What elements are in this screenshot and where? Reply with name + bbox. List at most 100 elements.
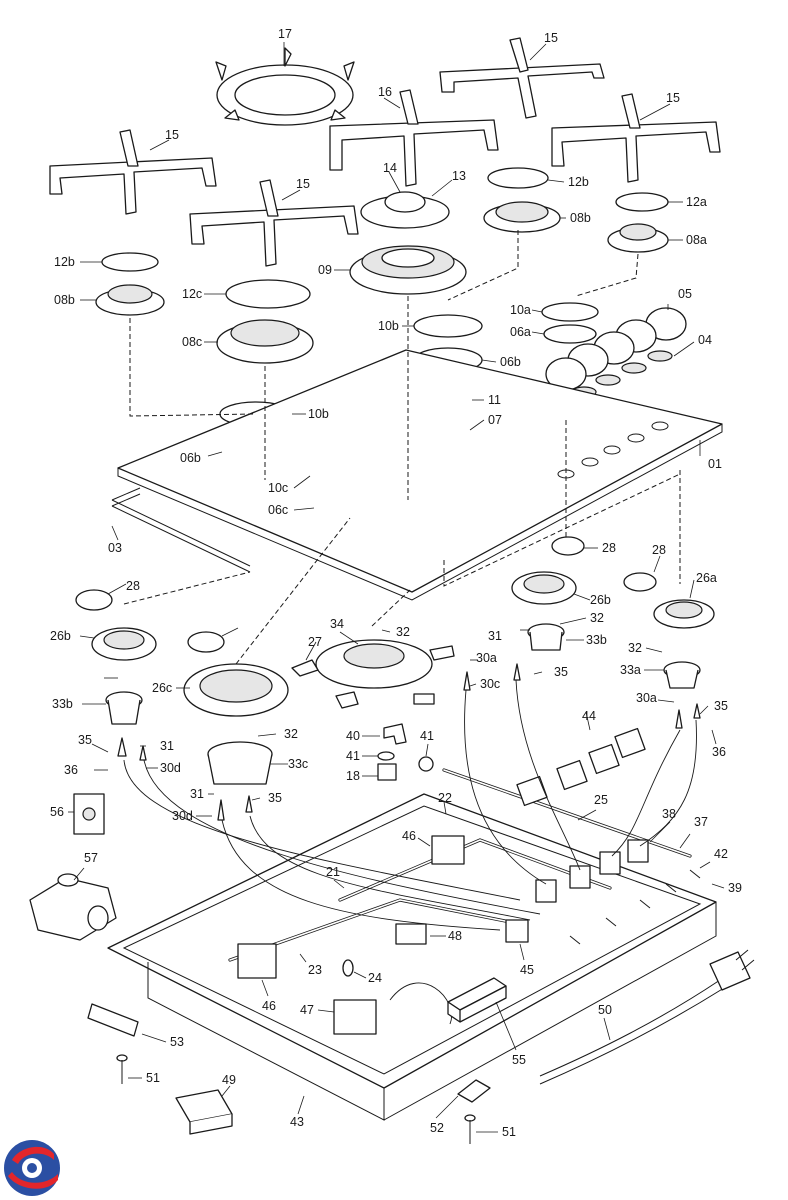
label-08b-top: 08b xyxy=(570,211,591,225)
label-05: 05 xyxy=(678,287,692,301)
label-06b-center: 06b xyxy=(500,355,521,369)
label-53: 53 xyxy=(170,1035,184,1049)
label-07: 07 xyxy=(488,413,502,427)
label-51-b: 51 xyxy=(502,1125,516,1139)
label-33c: 33c xyxy=(288,757,308,771)
label-04: 04 xyxy=(698,333,712,347)
label-52: 52 xyxy=(430,1121,444,1135)
label-35-c: 35 xyxy=(78,733,92,747)
label-27: 27 xyxy=(308,635,322,649)
label-49: 49 xyxy=(222,1073,236,1087)
label-01: 01 xyxy=(708,457,722,471)
fittings-40-41-18 xyxy=(377,723,434,781)
gas-inlet-56 xyxy=(73,793,105,835)
label-44: 44 xyxy=(582,709,596,723)
burner-support-26 xyxy=(91,571,715,717)
pan-support-center xyxy=(329,89,499,187)
label-10c: 10c xyxy=(268,481,288,495)
label-10b-left: 10b xyxy=(308,407,329,421)
label-30d-a: 30d xyxy=(160,761,181,775)
pan-support-round xyxy=(215,47,355,126)
label-14: 14 xyxy=(383,161,397,175)
gas-manifold-22 xyxy=(228,768,692,962)
thermocouple-wires xyxy=(123,679,697,1025)
label-45: 45 xyxy=(520,963,534,977)
label-09: 09 xyxy=(318,263,332,277)
part-number-labels: 17 15 16 15 15 15 15 14 13 12b 12a 08b 0… xyxy=(50,27,742,1139)
label-18: 18 xyxy=(346,769,360,783)
label-12b-top: 12b xyxy=(568,175,589,189)
label-15-c: 15 xyxy=(165,128,179,142)
label-11: 11 xyxy=(488,393,501,407)
burner-08b-top xyxy=(483,201,561,233)
burner-cap-12b-top xyxy=(487,167,549,189)
label-08c: 08c xyxy=(182,335,202,349)
label-28-b: 28 xyxy=(602,541,616,555)
label-22: 22 xyxy=(438,791,452,805)
label-36-b: 36 xyxy=(64,763,78,777)
label-33b-right: 33b xyxy=(586,633,607,647)
label-15-b: 15 xyxy=(666,91,680,105)
pan-support-far-right xyxy=(551,93,721,183)
burner-09-triple-ring xyxy=(349,245,467,295)
label-30c: 30c xyxy=(480,677,500,691)
label-08b-left: 08b xyxy=(54,293,75,307)
label-35-b: 35 xyxy=(714,699,728,713)
label-31-b: 31 xyxy=(160,739,174,753)
label-32-b: 32 xyxy=(396,625,410,639)
label-46-a: 46 xyxy=(402,829,416,843)
connector-49 xyxy=(175,1089,233,1135)
label-46-b: 46 xyxy=(262,999,276,1013)
label-10a: 10a xyxy=(510,303,531,317)
label-08a: 08a xyxy=(686,233,707,247)
label-35-a: 35 xyxy=(554,665,568,679)
label-33a: 33a xyxy=(620,663,641,677)
label-34: 34 xyxy=(330,617,344,631)
label-26a: 26a xyxy=(696,571,717,585)
terminal-block-55 xyxy=(447,977,507,1023)
label-12c: 12c xyxy=(182,287,202,301)
burner-cap-14-13 xyxy=(360,191,450,229)
pan-support-left xyxy=(49,129,217,215)
label-39: 39 xyxy=(728,881,742,895)
label-30d-b: 30d xyxy=(172,809,193,823)
gasket-03 xyxy=(111,487,251,573)
label-28-a: 28 xyxy=(126,579,140,593)
label-48: 48 xyxy=(448,929,462,943)
bracket-52 xyxy=(457,1079,491,1103)
label-40: 40 xyxy=(346,729,360,743)
label-41-b: 41 xyxy=(420,729,434,743)
label-28-c: 28 xyxy=(652,543,666,557)
label-41-a: 41 xyxy=(346,749,360,763)
valves-38 xyxy=(505,839,649,943)
burner-cups-33 xyxy=(105,623,701,785)
label-26b-left: 26b xyxy=(50,629,71,643)
label-03: 03 xyxy=(108,541,122,555)
label-51-a: 51 xyxy=(146,1071,160,1085)
label-24: 24 xyxy=(368,971,382,985)
label-32-a: 32 xyxy=(590,611,604,625)
label-56: 56 xyxy=(50,805,64,819)
label-17: 17 xyxy=(278,27,292,41)
label-50: 50 xyxy=(598,1003,612,1017)
label-32-c: 32 xyxy=(628,641,642,655)
label-12b-left: 12b xyxy=(54,255,75,269)
label-06c: 06c xyxy=(268,503,288,517)
spreader-10a-06a xyxy=(541,302,599,344)
power-cord-50 xyxy=(539,949,755,1085)
label-55: 55 xyxy=(512,1053,526,1067)
label-06b-left: 06b xyxy=(180,451,201,465)
label-21: 21 xyxy=(326,865,340,879)
leaders xyxy=(68,42,725,1133)
burner-cap-12b-left xyxy=(101,252,159,272)
label-10b-center: 10b xyxy=(378,319,399,333)
label-15-a: 15 xyxy=(544,31,558,45)
control-knobs-05-04 xyxy=(545,307,687,410)
label-37: 37 xyxy=(694,815,708,829)
label-47: 47 xyxy=(300,1003,314,1017)
label-36-a: 36 xyxy=(712,745,726,759)
assembly-guide-lines xyxy=(123,230,681,665)
label-26c: 26c xyxy=(152,681,172,695)
label-30a-a: 30a xyxy=(476,651,497,665)
